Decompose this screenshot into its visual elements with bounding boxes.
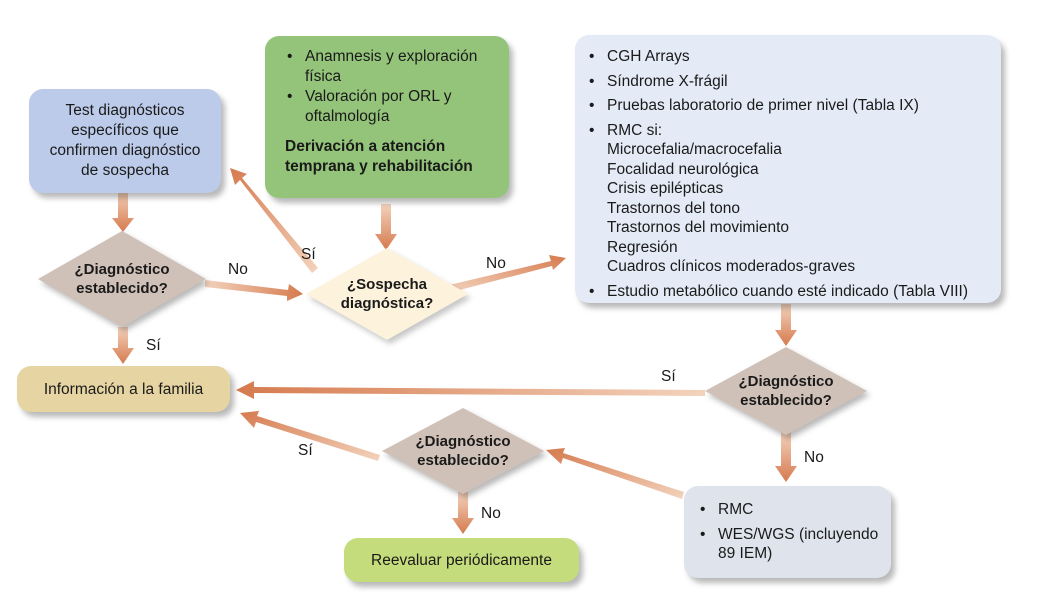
diagnostico-establecido-diamond-right: ¿Diagnóstico establecido? xyxy=(705,347,867,435)
anamnesis-item: Anamnesis y exploración física xyxy=(285,47,491,87)
reevaluar-box: Reevaluar periódicamente xyxy=(344,538,579,582)
edge-label-si-left: Sí xyxy=(146,337,161,354)
rmc-condition: Trastornos del movimiento xyxy=(607,219,790,236)
arrow-test-to-diamond xyxy=(112,190,134,232)
rmc-wes-item: WES/WGS (incluyendo 89 IEM) xyxy=(698,525,881,563)
derivacion-text: Derivación a atención temprana y rehabil… xyxy=(285,138,473,175)
arrow-diamond-bottom-to-reevaluar xyxy=(452,492,474,534)
pruebas-item: Pruebas laboratorio de primer nivel (Tab… xyxy=(587,96,991,116)
sospecha-diagnostica-diamond: ¿Sospecha diagnóstica? xyxy=(306,248,468,340)
rmc-wes-item: RMC xyxy=(698,500,881,519)
diamond-shape xyxy=(705,347,867,435)
edge-label-no-left: No xyxy=(228,261,248,278)
rmc-condition: Focalidad neurológica xyxy=(607,160,759,178)
diamond-shape xyxy=(382,408,544,494)
diamond-shape xyxy=(306,248,468,340)
diagnostico-establecido-diamond-left: ¿Diagnóstico establecido? xyxy=(38,231,206,327)
pruebas-item: Estudio metabólico cuando esté indicado … xyxy=(587,282,991,302)
rmc-condition: Crisis epilépticas xyxy=(607,180,724,197)
test-diagnosticos-text: Test diagnósticos específicos que confir… xyxy=(49,102,201,179)
arrow-diamond-left-to-info xyxy=(112,327,134,364)
pruebas-item: Síndrome X-frágil xyxy=(587,72,991,92)
edge-label-no-right: No xyxy=(804,449,824,466)
anamnesis-box: Anamnesis y exploración física Valoració… xyxy=(265,36,509,198)
anamnesis-item: Valoración por ORL y oftalmología xyxy=(285,87,491,127)
diagnostico-establecido-diamond-bottom: ¿Diagnóstico establecido? xyxy=(382,408,544,494)
rmc-condition: Microcefalia/macrocefalia xyxy=(607,141,782,158)
edge-label-no-bottom: No xyxy=(481,505,501,522)
arrow-diamond-right-to-rmc xyxy=(775,432,797,482)
rmc-condition: Trastornos del tono xyxy=(607,199,740,217)
rmc-condition: Regresión xyxy=(607,238,678,256)
diamond-left-text: ¿Diagnóstico establecido? xyxy=(74,261,170,297)
arrow-diamond-right-to-info xyxy=(236,381,705,399)
arrow-diamond-left-to-sospecha xyxy=(205,280,303,301)
edge-label-si-sospecha: Sí xyxy=(301,246,316,263)
reevaluar-text: Reevaluar periódicamente xyxy=(371,551,552,569)
rmc-wes-box: RMC WES/WGS (incluyendo 89 IEM) xyxy=(684,486,891,578)
edge-label-si-bottom: Sí xyxy=(298,442,313,459)
informacion-familia-text: Información a la familia xyxy=(43,380,204,398)
rmc-condition: Cuadros clínicos moderados-graves xyxy=(607,258,856,275)
arrow-anamnesis-to-sospecha xyxy=(375,204,397,250)
diamond-right-text: ¿Diagnóstico establecido? xyxy=(738,373,834,409)
pruebas-item: CGH Arrays xyxy=(587,47,991,67)
edge-label-no-sospecha: No xyxy=(486,255,506,272)
pruebas-item: RMC si: xyxy=(587,121,991,141)
diamond-bottom-text: ¿Diagnóstico establecido? xyxy=(415,433,511,469)
arrow-tests-to-diamond-right xyxy=(775,304,797,346)
informacion-familia-box: Información a la familia xyxy=(17,366,230,412)
arrow-rmc-to-diamond-bottom xyxy=(546,448,684,499)
test-diagnosticos-box: Test diagnósticos específicos que confir… xyxy=(29,89,221,193)
edge-label-si-right: Sí xyxy=(661,368,676,385)
diamond-shape xyxy=(38,231,206,327)
diamond-sospecha-text: ¿Sospecha diagnóstica? xyxy=(340,276,434,312)
pruebas-box: CGH Arrays Síndrome X-frágil Pruebas lab… xyxy=(575,35,1001,303)
